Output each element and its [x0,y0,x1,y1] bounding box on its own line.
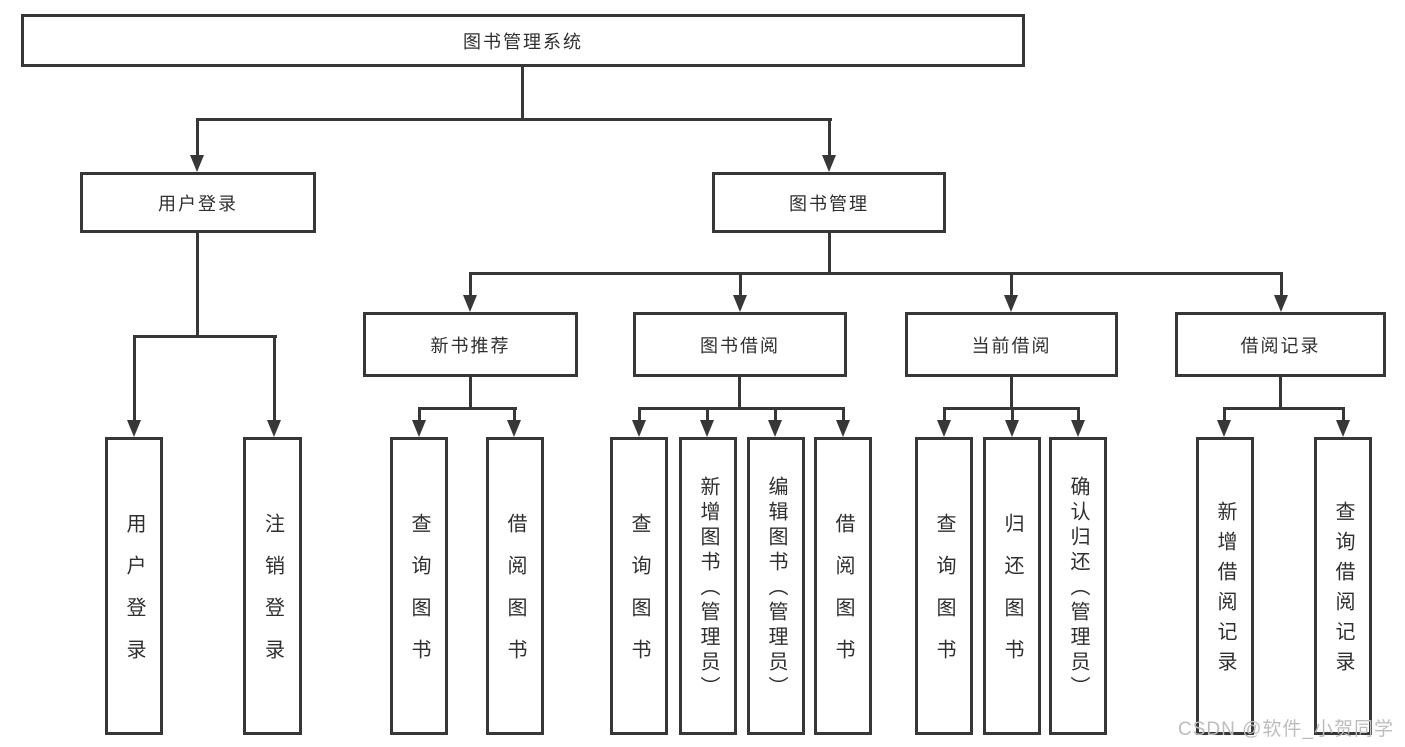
connector-line [133,335,136,420]
arrow-down-icon [127,420,141,437]
arrow-down-icon [822,155,836,172]
connector-line [418,407,421,420]
arrow-down-icon [700,420,714,437]
connector-line [842,407,845,420]
leaf-add-borrow-record: 新增借阅记录 [1196,437,1254,735]
arrow-down-icon [190,155,204,172]
leaf-borrow-query-books: 查询图书 [610,437,668,735]
node-current-borrow: 当前借阅 [905,312,1118,377]
connector-line [638,407,845,410]
leaf-logout: 注销登录 [243,437,302,735]
leaf-recommend-borrow-books: 借阅图书 [486,437,544,735]
arrow-down-icon [507,420,521,437]
connector-line [273,335,276,420]
connector-line [1011,407,1014,420]
connector-line [418,407,517,410]
connector-line [1077,407,1080,420]
leaf-return-books: 归还图书 [983,437,1041,735]
connector-line [1280,272,1283,297]
leaf-add-books-admin: 新增图书（管理员） [679,437,737,735]
leaf-recommend-query-books: 查询图书 [390,437,448,735]
connector-line [196,233,199,335]
node-user-login: 用户登录 [80,172,316,233]
connector-line [1010,272,1013,297]
arrow-down-icon [1336,420,1350,437]
leaf-confirm-return-admin: 确认归还（管理员） [1049,437,1107,735]
connector-line [196,118,199,155]
connector-line [1223,407,1226,420]
connector-line [828,233,831,272]
connector-line [521,67,524,118]
connector-line [1279,377,1282,407]
arrow-down-icon [632,420,646,437]
node-book-management: 图书管理 [712,172,946,233]
connector-line [738,377,741,407]
arrow-down-icon [1274,295,1288,312]
arrow-down-icon [267,420,281,437]
connector-line [706,407,709,420]
node-book-borrow: 图书借阅 [633,312,847,377]
connector-line [638,407,641,420]
arrow-down-icon [412,420,426,437]
connector-line [513,407,516,420]
arrow-down-icon [1004,295,1018,312]
arrow-down-icon [836,420,850,437]
node-new-book-recommend: 新书推荐 [363,312,578,377]
arrow-down-icon [768,420,782,437]
arrow-down-icon [463,295,477,312]
connector-line [469,272,1283,275]
connector-line [739,272,742,297]
leaf-borrow-books: 借阅图书 [814,437,872,735]
node-library-system: 图书管理系统 [21,14,1025,67]
leaf-edit-books-admin: 编辑图书（管理员） [747,437,805,735]
connector-line [196,118,832,121]
connector-line [469,377,472,407]
connector-line [943,407,946,420]
arrow-down-icon [1071,420,1085,437]
arrow-down-icon [1217,420,1231,437]
connector-line [1010,377,1013,407]
leaf-user-login: 用户登录 [105,437,163,735]
csdn-watermark: CSDN @软件_小贺同学 [1178,719,1394,740]
node-borrow-records: 借阅记录 [1175,312,1386,377]
connector-line [133,335,277,338]
leaf-query-borrow-record: 查询借阅记录 [1314,437,1372,735]
arrow-down-icon [937,420,951,437]
connector-line [1342,407,1345,420]
connector-line [774,407,777,420]
leaf-current-query-books: 查询图书 [915,437,973,735]
arrow-down-icon [1005,420,1019,437]
arrow-down-icon [733,295,747,312]
connector-line [469,272,472,297]
connector-line [828,118,831,155]
connector-line [1223,407,1345,410]
